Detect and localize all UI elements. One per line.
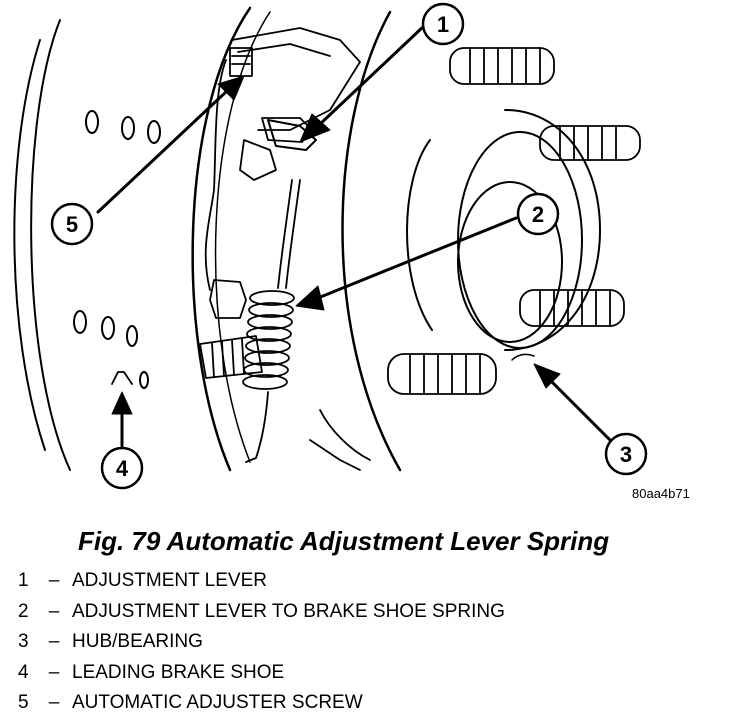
legend-separator: – bbox=[48, 692, 60, 713]
callout-1-label: 1 bbox=[437, 12, 449, 37]
leader-arrows bbox=[96, 24, 614, 448]
legend-item: 1 – ADJUSTMENT LEVER bbox=[18, 566, 505, 597]
legend-item: 2 – ADJUSTMENT LEVER TO BRAKE SHOE SPRIN… bbox=[18, 597, 505, 628]
callout-5-label: 5 bbox=[66, 212, 78, 237]
automatic-adjuster-screw bbox=[229, 47, 253, 77]
legend-item: 5 – AUTOMATIC ADJUSTER SCREW bbox=[18, 688, 505, 719]
legend-item: 4 – LEADING BRAKE SHOE bbox=[18, 658, 505, 689]
callout-3-label: 3 bbox=[620, 442, 632, 467]
hub-bearing bbox=[341, 10, 601, 472]
figure-code: 80aa4b71 bbox=[632, 486, 690, 501]
legend-item-number: 5 bbox=[18, 692, 29, 713]
legend-separator: – bbox=[48, 631, 60, 652]
callout-2-label: 2 bbox=[532, 202, 544, 227]
legend-item-label: ADJUSTMENT LEVER TO BRAKE SHOE SPRING bbox=[72, 600, 505, 622]
brake-assembly-illustration: 1 2 3 4 5 bbox=[13, 2, 648, 490]
legend-item-label: ADJUSTMENT LEVER bbox=[72, 570, 267, 591]
callout-3: 3 bbox=[604, 432, 648, 476]
adjustment-lever-spring bbox=[242, 179, 301, 463]
brake-drum bbox=[13, 6, 271, 472]
legend-item-number: 1 bbox=[18, 570, 29, 591]
legend-item-label: LEADING BRAKE SHOE bbox=[72, 661, 285, 683]
callout-5: 5 bbox=[50, 202, 94, 246]
figure-caption: Fig. 79 Automatic Adjustment Lever Sprin… bbox=[78, 526, 610, 556]
leading-brake-shoe bbox=[111, 371, 133, 385]
legend-separator: – bbox=[48, 600, 60, 622]
callout-4: 4 bbox=[100, 446, 144, 490]
callout-4-label: 4 bbox=[116, 456, 129, 481]
legend-list: 1 – ADJUSTMENT LEVER 2 – ADJUSTMENT LEVE… bbox=[18, 566, 505, 719]
legend-separator: – bbox=[48, 661, 60, 683]
legend-item-label: AUTOMATIC ADJUSTER SCREW bbox=[72, 692, 363, 713]
threaded-rod bbox=[199, 335, 263, 379]
legend-item-number: 2 bbox=[18, 600, 29, 622]
wheel-studs bbox=[387, 47, 641, 395]
legend-separator: – bbox=[48, 570, 60, 591]
adjustment-lever bbox=[267, 119, 317, 151]
legend-item: 3 – HUB/BEARING bbox=[18, 627, 505, 658]
legend-item-number: 3 bbox=[18, 631, 29, 652]
callout-2: 2 bbox=[516, 192, 560, 236]
callout-1: 1 bbox=[421, 2, 465, 46]
legend-item-label: HUB/BEARING bbox=[72, 631, 203, 652]
legend-item-number: 4 bbox=[18, 661, 29, 683]
